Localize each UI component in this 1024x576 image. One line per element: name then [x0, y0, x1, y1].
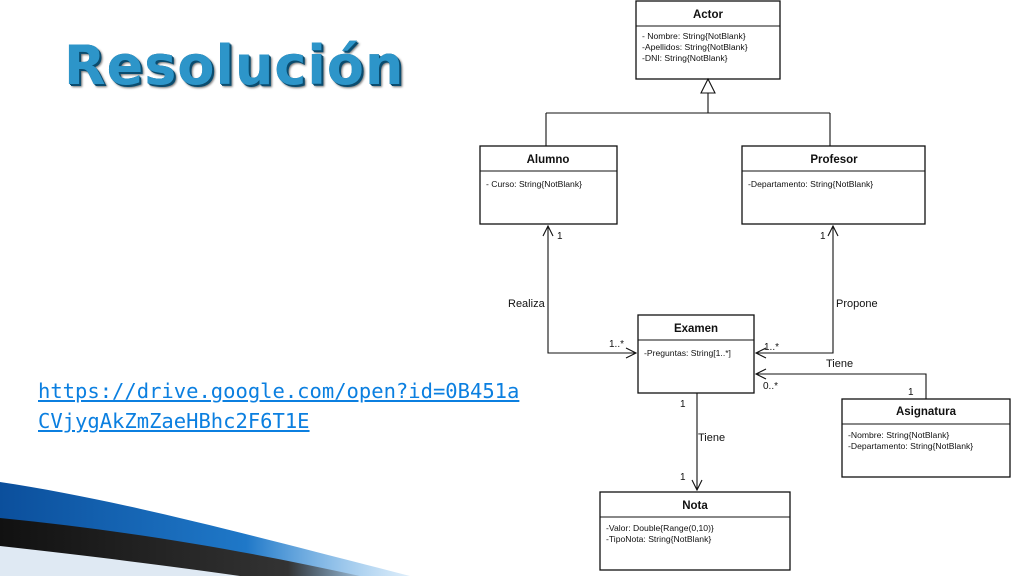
class-asignatura-attr-2: -Departamento: String{NotBlank}: [848, 441, 973, 451]
association-realiza-mult-source: 1: [557, 231, 563, 242]
class-examen-attr-1: -Preguntas: String[1..*]: [644, 348, 731, 358]
drive-link-line-1[interactable]: https://drive.google.com/open?id=0B451a: [38, 379, 520, 403]
association-tiene-nota-mult-target: 1: [680, 472, 686, 483]
association-propone-label: Propone: [836, 298, 878, 310]
class-asignatura-attr-1: -Nombre: String{NotBlank}: [848, 430, 949, 440]
class-alumno-attr-1: - Curso: String{NotBlank}: [486, 179, 582, 189]
class-actor-attr-1: - Nombre: String{NotBlank}: [642, 31, 746, 41]
association-tiene-nota-label: Tiene: [698, 432, 725, 444]
class-examen: Examen -Preguntas: String[1..*]: [637, 314, 755, 394]
association-realiza-label: Realiza: [508, 298, 546, 310]
class-nota-name: Nota: [682, 500, 708, 512]
drive-link-line-2[interactable]: CVjygAkZmZaeHBhc2F6T1E: [38, 409, 310, 433]
class-asignatura-name: Asignatura: [896, 406, 957, 418]
class-actor-attr-2: -Apellidos: String{NotBlank}: [642, 42, 748, 52]
association-realiza: Realiza 1 1..*: [508, 226, 636, 353]
class-nota: Nota -Valor: Double{Range(0,10)} -TipoNo…: [599, 491, 791, 571]
association-propone-mult-target: 1..*: [764, 342, 779, 353]
decorative-swoosh: [0, 482, 410, 576]
swoosh-light: [0, 546, 240, 576]
class-actor-name: Actor: [693, 9, 724, 21]
class-asignatura: Asignatura -Nombre: String{NotBlank} -De…: [841, 398, 1011, 478]
association-tiene-asignatura-mult-source: 1: [908, 387, 914, 398]
inheritance-triangle: [700, 77, 716, 94]
association-tiene-asignatura-label: Tiene: [826, 358, 853, 370]
inheritance-relation: [545, 77, 831, 146]
association-tiene-nota: Tiene 1 1: [680, 393, 725, 490]
class-nota-attr-1: -Valor: Double{Range(0,10)}: [606, 523, 714, 533]
drive-link[interactable]: https://drive.google.com/open?id=0B451a …: [38, 376, 598, 436]
association-realiza-mult-target: 1..*: [609, 339, 624, 350]
class-actor: Actor - Nombre: String{NotBlank} -Apelli…: [635, 0, 781, 80]
class-nota-attr-2: -TipoNota: String{NotBlank}: [606, 534, 711, 544]
class-alumno: Alumno - Curso: String{NotBlank}: [479, 145, 618, 225]
association-tiene-nota-mult-source: 1: [680, 399, 686, 410]
association-tiene-asignatura-mult-target: 0..*: [763, 381, 778, 392]
class-actor-attr-3: -DNI: String{NotBlank}: [642, 53, 728, 63]
class-examen-name: Examen: [674, 323, 718, 335]
association-propone-mult-source: 1: [820, 231, 826, 242]
class-profesor-name: Profesor: [810, 154, 858, 166]
association-tiene-asignatura: Tiene 1 0..*: [756, 358, 927, 399]
slide-title: Resolución: [64, 34, 405, 97]
class-alumno-name: Alumno: [527, 154, 570, 166]
class-profesor-attr-1: -Departamento: String{NotBlank}: [748, 179, 873, 189]
association-propone: Propone 1 1..*: [756, 226, 878, 353]
class-profesor: Profesor -Departamento: String{NotBlank}: [741, 145, 926, 225]
